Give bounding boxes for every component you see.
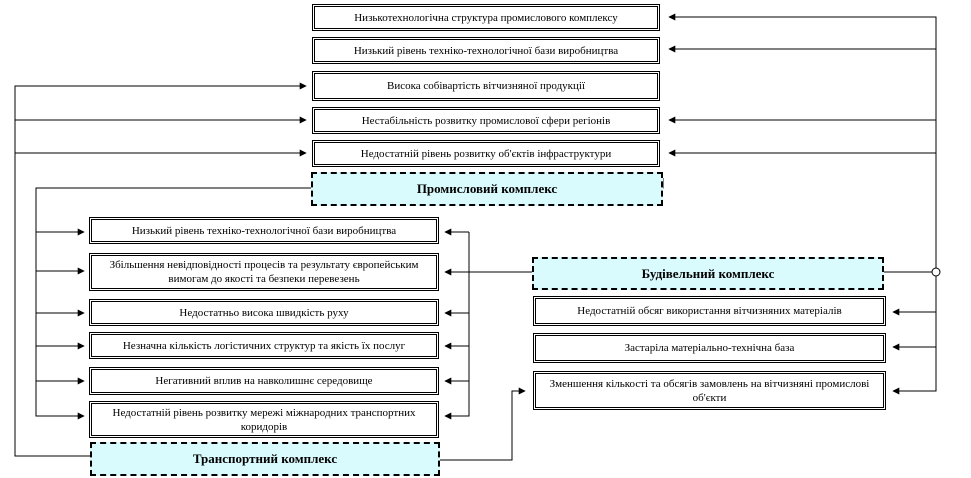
connector-line [440,387,526,461]
connector-line [14,82,307,457]
construction-factor-box: Зменшення кількості та обсягів замовлень… [533,371,886,410]
industrial-factor-box: Висока собівартість вітчизняної продукці… [312,71,660,101]
construction-factor-box: Недостатній обсяг використання вітчизнян… [533,296,886,326]
connector-line [892,276,937,395]
transport-factor-box: Недостатній рівень розвитку мережі міжна… [89,401,439,438]
connector-line [35,178,664,420]
transport-factor-box: Незначна кількість логістичних структур … [89,332,439,359]
construction-complex-hub: Будівельний комплекс [532,257,884,290]
industrial-factor-box: Низький рівень техніко-технологічної баз… [312,37,660,64]
industrial-factor-box: Нестабільність розвитку промислової сфер… [312,107,660,134]
transport-factor-box: Низький рівень техніко-технологічної баз… [89,217,439,244]
transport-factor-box: Збільшення невідповідності процесів та р… [89,253,439,291]
industrial-factor-box: Низькотехнологічна структура промисловог… [312,4,660,31]
transport-factor-box: Недостатньо висока швидкість руху [89,299,439,326]
connector-line [444,232,470,420]
connector-line [668,13,937,268]
industrial-factor-box: Недостатній рівень розвитку об'єктів інф… [312,140,660,167]
construction-factor-box: Застаріла матеріально-технічна база [533,333,886,363]
transport-factor-box: Негативний вплив на навколишнє середовищ… [89,367,439,395]
transport-complex-hub: Транспортний комплекс [90,442,440,476]
industrial-complex-hub: Промисловий комплекс [311,172,663,206]
junction-node [931,267,941,277]
